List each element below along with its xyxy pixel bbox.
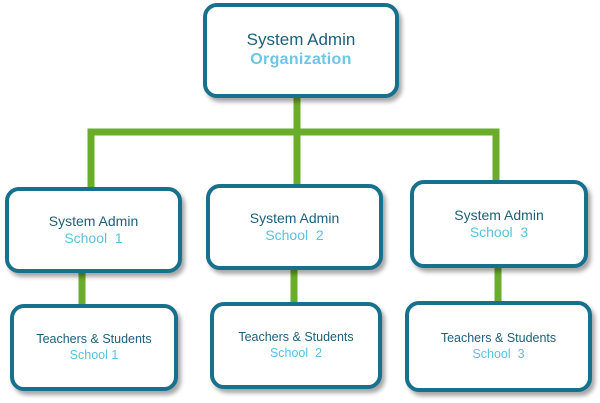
node-system-admin-school-2: System Admin School 2 bbox=[206, 184, 383, 270]
node-system-admin-school-1: System Admin School 1 bbox=[5, 187, 182, 273]
node-title: Teachers & Students bbox=[238, 329, 354, 344]
node-subtitle: School 1 bbox=[69, 347, 119, 362]
node-teachers-students-school-2: Teachers & Students School 2 bbox=[210, 302, 382, 389]
node-title: Teachers & Students bbox=[36, 331, 152, 346]
node-title: System Admin bbox=[246, 29, 356, 49]
node-title: Teachers & Students bbox=[440, 330, 557, 345]
node-title: System Admin bbox=[454, 206, 544, 223]
node-teachers-students-school-3: Teachers & Students School 3 bbox=[405, 301, 592, 392]
node-title: System Admin bbox=[48, 212, 139, 229]
node-subtitle: Organization bbox=[250, 51, 352, 69]
node-subtitle: School 3 bbox=[472, 346, 525, 361]
node-teachers-students-school-1: Teachers & Students School 1 bbox=[10, 304, 178, 391]
node-system-admin-school-3: System Admin School 3 bbox=[410, 180, 588, 268]
node-subtitle: School 3 bbox=[469, 224, 529, 241]
node-title: System Admin bbox=[249, 209, 340, 226]
node-subtitle: School 2 bbox=[269, 345, 323, 360]
node-subtitle: School 2 bbox=[265, 227, 324, 244]
node-subtitle: School 1 bbox=[64, 230, 123, 247]
node-system-admin-organization: System Admin Organization bbox=[203, 3, 399, 98]
